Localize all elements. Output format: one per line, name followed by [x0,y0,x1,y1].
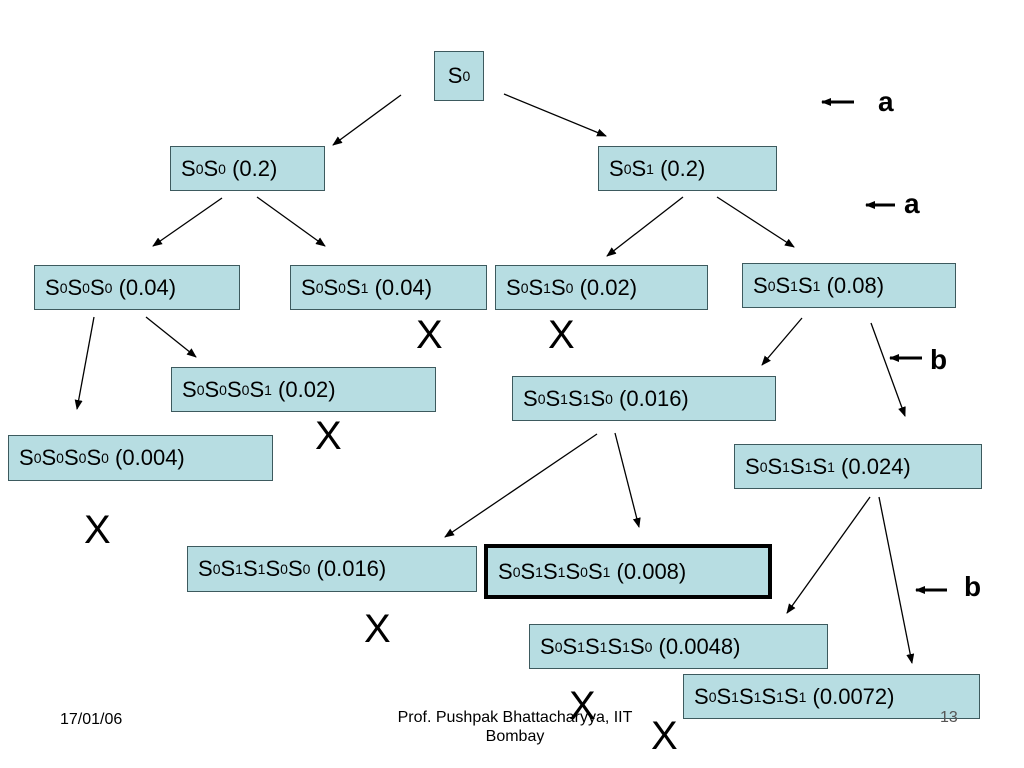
pruned-mark: X [315,414,342,458]
level-symbol-b: b [964,571,982,602]
footer-slide-number: 13 [940,709,958,726]
pruned-mark: X [569,684,596,728]
edge-s0s1s1s0-to-s0s1s1s0s1 [614,432,641,528]
pruned-mark: X [651,714,678,758]
edge-s0s0s0-to-s0s0s0s1 [145,316,197,358]
edge-layer [74,93,915,664]
edge-s0s1s1-to-s0s1s1s0 [761,317,803,366]
pruned-mark: X [364,607,391,651]
footer-author-line1: Prof. Pushpak Bhattacharyya, IIT [397,709,633,726]
edge-s0s1-to-s0s1s0 [606,196,684,257]
edge-s0-to-s0s0 [332,94,402,146]
pruned-mark: X [416,313,443,357]
footer-author-line2: Bombay [485,728,545,746]
level-symbol-a: a [878,86,894,117]
edge-s0s1-to-s0s1s1 [716,196,795,248]
pruned-mark: X [84,508,111,552]
edge-s0s1s1s1-to-s0s1s1s1s1 [878,496,915,664]
level-arrow-layer [821,98,947,594]
edge-s0s0-to-s0s0s0 [152,197,223,247]
edge-s0s0-to-s0s0s1 [256,196,326,247]
footer-author: Prof. Pushpak Bhattacharyya, IIT Bombay [360,708,670,746]
edge-s0s1s1s1-to-s0s1s1s1s0 [786,496,871,614]
edge-s0-to-s0s1 [503,93,607,137]
pruned-mark: X [548,313,575,357]
footer-date: 17/01/06 [60,711,123,728]
level-symbol-a: a [904,188,920,219]
edge-s0s1s1-to-s0s1s1s1 [870,322,906,417]
edge-s0s0s0-to-s0s0s0s0 [74,316,95,410]
edge-s0s1s1s0-to-s0s1s1s0s0 [444,433,598,538]
level-symbol-b: b [930,344,948,375]
